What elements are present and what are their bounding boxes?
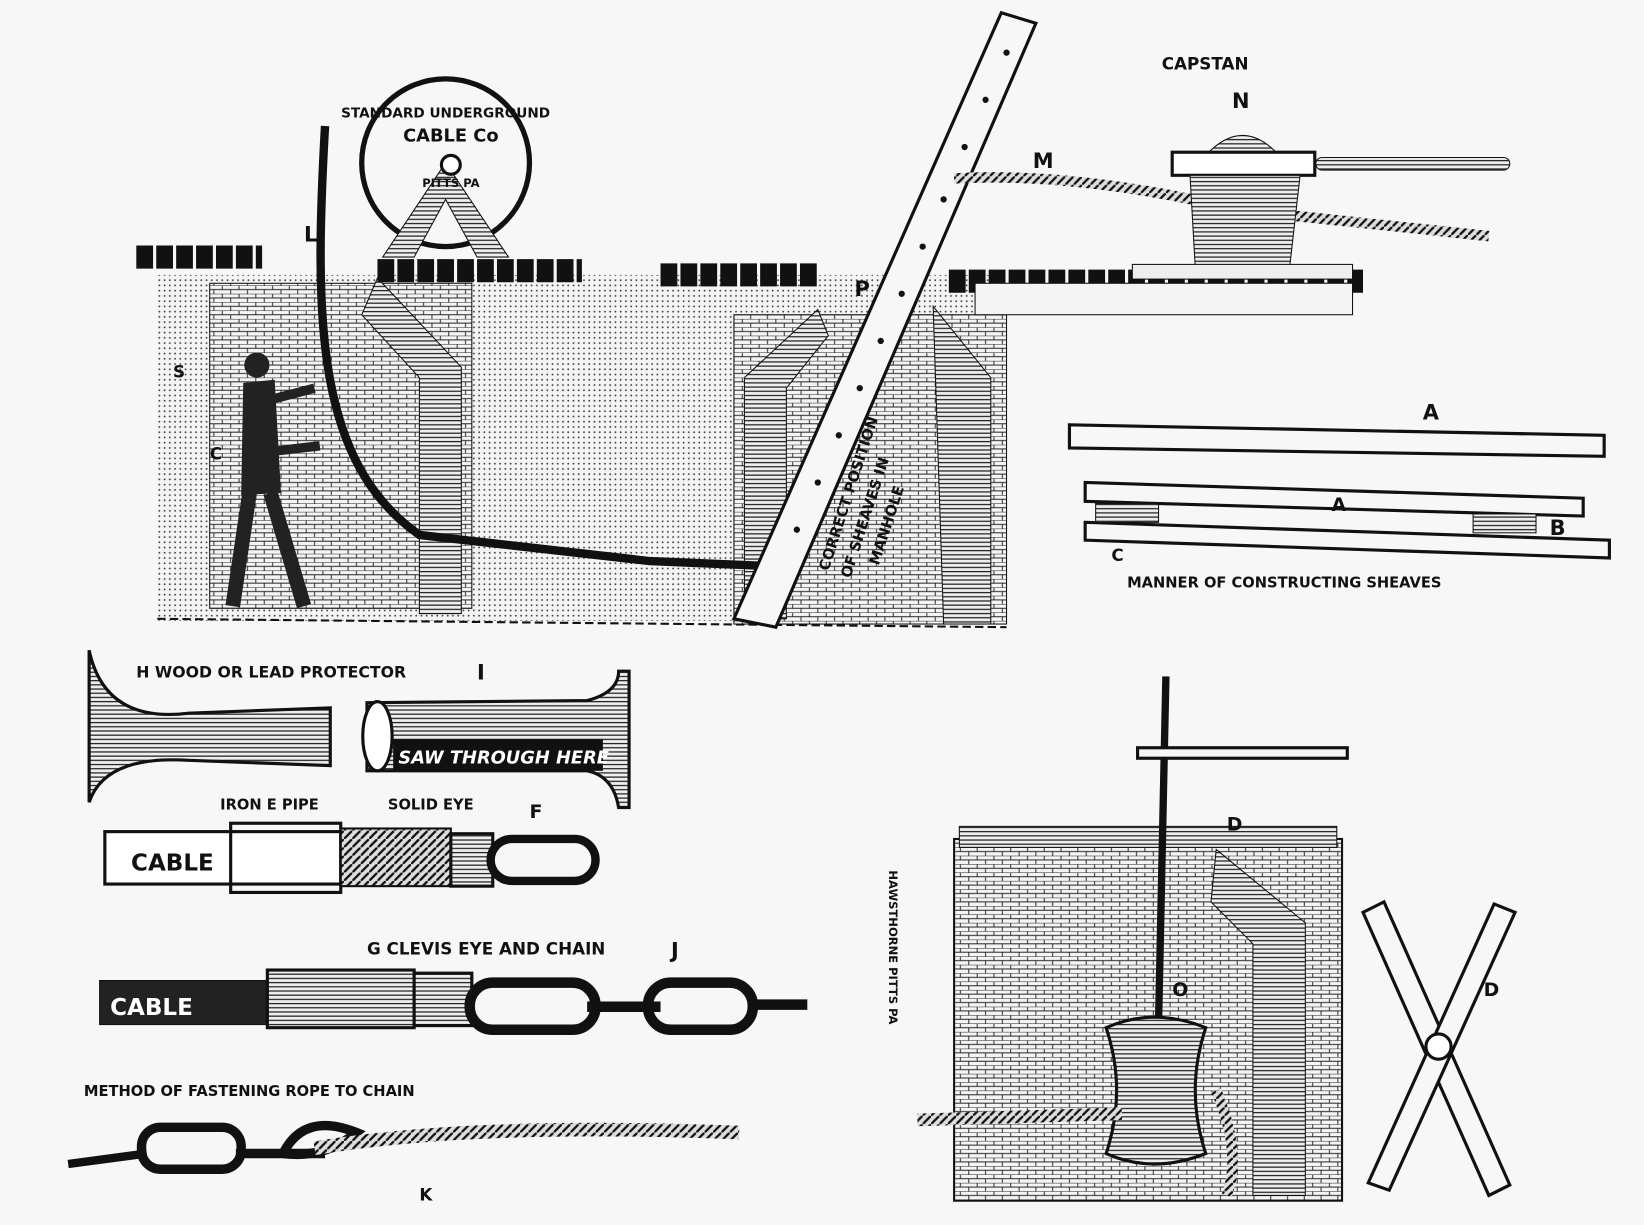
sheave-O <box>1104 1015 1208 1166</box>
label-L: L <box>304 222 317 246</box>
manhole-scene: STANDARD UNDERGROUND CABLE Co PITTS PA L… <box>136 10 1511 629</box>
label-A-top: A <box>1423 401 1440 425</box>
solid-eye-label: SOLID EYE <box>388 797 474 814</box>
street-surface <box>974 282 1354 316</box>
reel-stand <box>381 161 510 258</box>
capstan <box>1131 134 1511 280</box>
crossbar <box>1136 746 1349 760</box>
label-D-top: D <box>1227 814 1243 836</box>
label-S: S <box>173 362 185 382</box>
rope-caption: METHOD OF FASTENING ROPE TO CHAIN <box>84 1083 415 1100</box>
cable-label-2: CABLE <box>110 995 193 1021</box>
protector-caption: H WOOD OR LEAD PROTECTOR <box>136 663 406 682</box>
label-M: M <box>1033 149 1054 173</box>
protector-H <box>87 649 332 803</box>
right-manhole-left-wall <box>743 308 829 620</box>
left-manhole-wall <box>361 277 462 615</box>
reel-text-line3: PITTS PA <box>422 176 479 190</box>
cable-label-1: CABLE <box>131 850 214 876</box>
cable-pipe-eye: CABLE IRON E PIPE SOLID EYE F <box>103 797 600 895</box>
label-F: F <box>529 801 542 823</box>
label-P: P <box>855 277 870 301</box>
clevis-and-chain: CABLE G CLEVIS EYE AND CHAIN J <box>99 938 808 1036</box>
reel-text-line2: CABLE Co <box>403 126 498 147</box>
reel-text-line1: STANDARD UNDERGROUND <box>341 106 550 122</box>
label-C-wall: C <box>210 443 222 463</box>
protectors: SAW THROUGH HERE H WOOD OR LEAD PROTECTO… <box>87 649 631 810</box>
sheave-construction: A A B C MANNER OF CONSTRUCTING SHEAVES <box>1067 401 1611 591</box>
right-manhole-wall <box>932 304 992 625</box>
chain-links <box>464 977 808 1036</box>
label-N: N <box>1232 89 1250 113</box>
label-O: O <box>1172 979 1188 1001</box>
saw-through-label: SAW THROUGH HERE <box>398 747 609 768</box>
solid-eye <box>486 834 600 886</box>
x-sheave: D <box>1360 899 1518 1198</box>
label-I: I <box>477 661 485 685</box>
label-A-mid: A <box>1332 494 1347 516</box>
worker-figure <box>225 352 321 609</box>
capstan-lever <box>1315 156 1511 171</box>
sheave-plank <box>731 10 1039 629</box>
reel-axle <box>439 153 462 176</box>
label-capstan: CAPSTAN <box>1162 53 1249 73</box>
curb-stones <box>136 245 1364 293</box>
sheaves-caption: MANNER OF CONSTRUCTING SHEAVES <box>1127 574 1441 591</box>
label-B: B <box>1550 516 1566 540</box>
label-K: K <box>419 1185 433 1205</box>
conduit-line <box>157 617 1007 629</box>
label-C-sheave: C <box>1111 545 1123 565</box>
label-D-x: D <box>1484 979 1500 1001</box>
iron-pipe-label: IRON E PIPE <box>220 797 319 814</box>
artist-signature: HAWSTHORNE PITTS PA <box>886 870 900 1024</box>
vertical-rod <box>1154 676 1170 1023</box>
rope-to-chain: METHOD OF FASTENING ROPE TO CHAIN K <box>67 1083 740 1205</box>
cable-L <box>316 125 777 571</box>
label-J: J <box>669 938 679 962</box>
cable-reel: STANDARD UNDERGROUND CABLE Co PITTS PA <box>341 76 550 258</box>
clevis-caption: G CLEVIS EYE AND CHAIN <box>367 938 605 958</box>
lower-manhole: D O HAWSTHORNE PITTS PA <box>886 676 1349 1202</box>
